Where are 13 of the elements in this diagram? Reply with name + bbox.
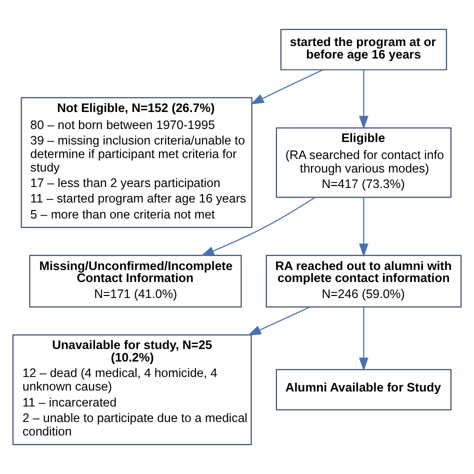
- arrow: [250, 69, 323, 104]
- node-box: Unavailable for study, N=25 (10.2%) 12 – dead (4 medical, 4 homicide, 4 unknown cause) 11 – incarcerated 2 – unable to participate due to a medical condition: [12, 334, 252, 446]
- node-box: RA reached out to alumni with complete contact information N=246 (59.0%): [266, 254, 462, 308]
- node-box: Not Eligible, N=152 (26.7%) 80 – not born between 1970-1995 39 – missing inclusion criteria/unable to determine if participant met criteria for study 17 – less than 2 years participation 11 – started program after age 16 years 5 – more than one criteria not met: [20, 97, 252, 228]
- arrow: [248, 306, 310, 336]
- arrow: [359, 70, 368, 130]
- node-box: started the program at or before age 16 years: [280, 28, 448, 70]
- node-box: Eligible (RA searched for contact info through various modes) N=417 (73.3%): [276, 127, 452, 198]
- node-box: Missing/Unconfirmed/Incomplete Contact Information N=171 (41.0%): [29, 254, 242, 308]
- node-box: Alumni Available for Study: [276, 369, 452, 410]
- arrow: [200, 196, 316, 256]
- arrow: [359, 197, 368, 258]
- arrow: [359, 306, 368, 372]
